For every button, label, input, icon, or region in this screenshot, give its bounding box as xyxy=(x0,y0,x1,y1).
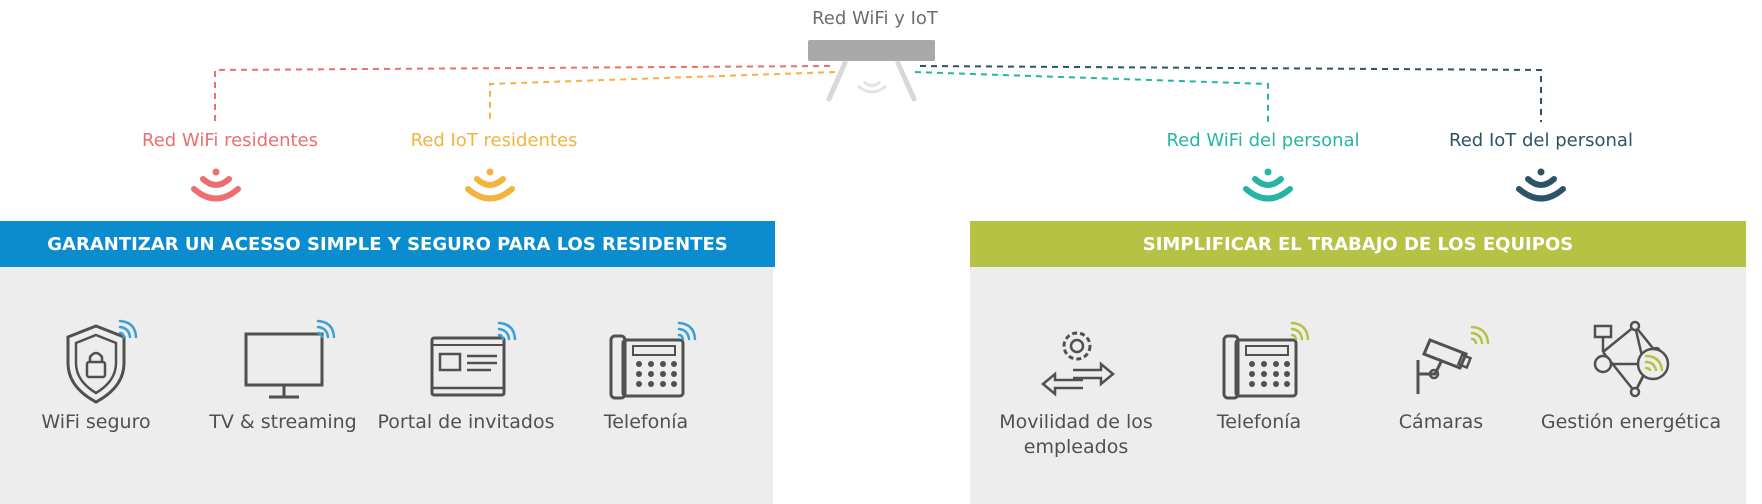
network-label-red-iot-personal: Red IoT del personal xyxy=(1449,130,1633,151)
wifi-signal-icon xyxy=(1243,168,1293,202)
connector-red-wifi-personal xyxy=(914,71,1269,122)
tile-tv-streaming: TV & streaming xyxy=(183,318,383,435)
network-label-red-iot-residentes: Red IoT residentes xyxy=(410,130,578,151)
wifi-signal-icon xyxy=(465,168,515,202)
staff-banner: SIMPLIFICAR EL TRABAJO DE LOS EQUIPOS xyxy=(970,221,1746,267)
residents-banner: GARANTIZAR UN ACESSO SIMPLE Y SEGURO PAR… xyxy=(0,221,775,267)
portal-icon xyxy=(430,321,517,397)
tile-wifi-seguro: WiFi seguro xyxy=(0,318,196,435)
tile-label: Gestión energética xyxy=(1540,411,1722,433)
tile-label: Telefonía xyxy=(603,411,689,433)
residents-panel xyxy=(0,221,773,504)
shield-lock-icon xyxy=(66,319,138,404)
tv-icon xyxy=(244,319,336,399)
wifi-signal-icon xyxy=(1516,168,1566,202)
tile-label: WiFi seguro xyxy=(41,411,151,433)
access-point-label: Red WiFi y IoT xyxy=(812,8,938,29)
wifi-signal-icon xyxy=(191,168,241,202)
tile-telefonia: Telefonía xyxy=(546,318,746,435)
phone-icon xyxy=(609,321,697,400)
tile-movilidad-empleados: Movilidad de los empleados xyxy=(976,318,1176,460)
tile-telefonia-staff: Telefonía xyxy=(1159,318,1359,435)
connector-lines xyxy=(214,65,1542,122)
tile-label: Portal de invitados xyxy=(377,411,555,433)
tile-label: Movilidad de los empleados xyxy=(999,411,1153,458)
tile-gestion-energetica: Gestión energética xyxy=(1531,318,1731,435)
access-point-icon xyxy=(808,40,935,102)
tile-camaras: Cámaras xyxy=(1341,318,1541,435)
tile-label: Cámaras xyxy=(1398,411,1484,433)
staff-panel xyxy=(970,221,1746,504)
tile-portal-invitados: Portal de invitados xyxy=(366,318,566,435)
tile-label: Telefonía xyxy=(1216,411,1302,433)
mobility-icon xyxy=(1041,331,1115,397)
connector-red-wifi-residentes xyxy=(214,65,831,122)
connector-red-iot-personal xyxy=(919,65,1542,122)
tile-label: TV & streaming xyxy=(209,411,357,433)
connector-red-iot-residentes xyxy=(489,71,836,122)
network-label-red-wifi-residentes: Red WiFi residentes xyxy=(142,130,318,151)
energy-network-icon xyxy=(1593,320,1670,398)
network-label-red-wifi-personal: Red WiFi del personal xyxy=(1166,130,1360,151)
camera-icon xyxy=(1416,325,1490,394)
phone-icon xyxy=(1222,321,1310,400)
